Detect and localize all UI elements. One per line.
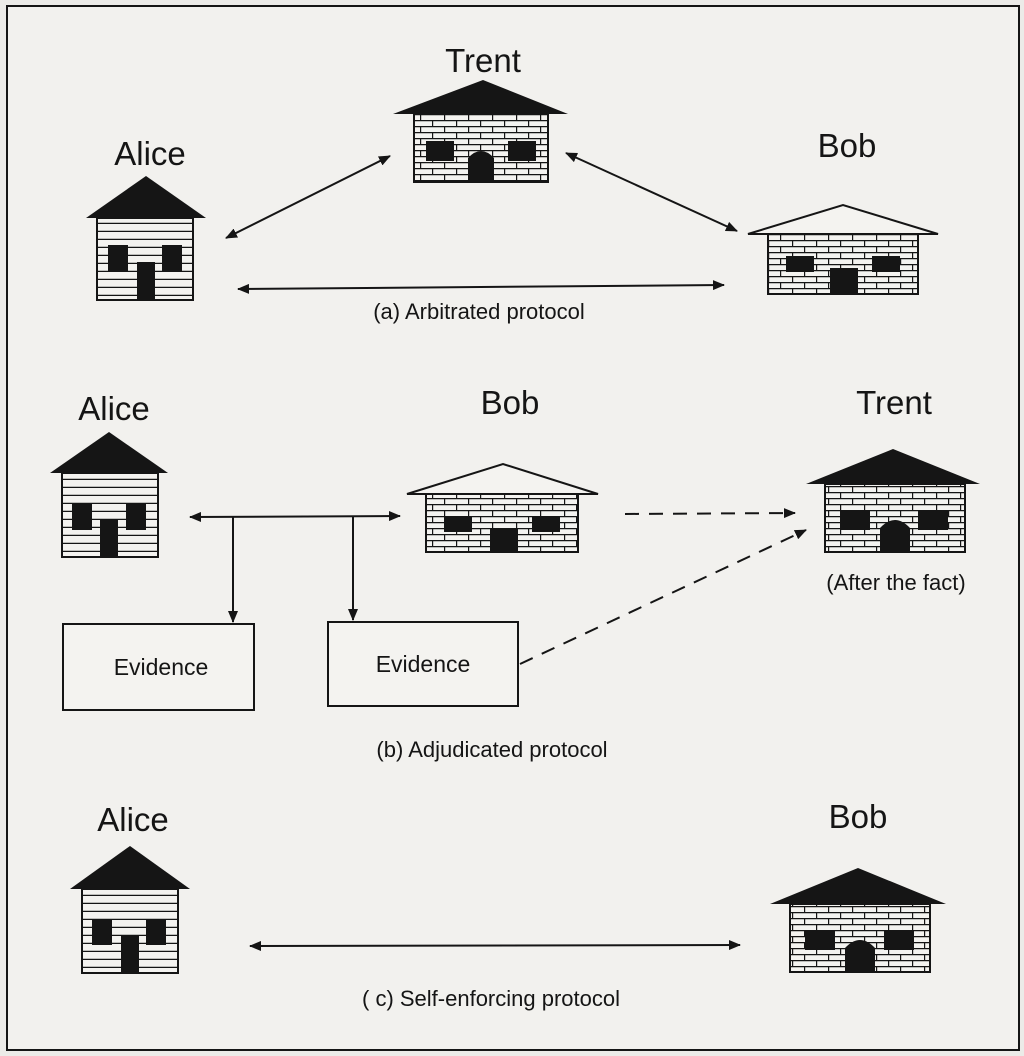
arrow-alice-trent (225, 155, 391, 239)
label-bob-b: Bob (481, 384, 540, 421)
label-alice-a: Alice (114, 135, 186, 172)
house-alice-a-icon (86, 176, 206, 301)
evidence-right-label: Evidence (376, 651, 471, 677)
house-alice-c-icon (70, 846, 190, 974)
label-bob-a: Bob (818, 127, 877, 164)
house-alice-b-icon (50, 432, 168, 558)
caption-a: (a) Arbitrated protocol (373, 299, 585, 324)
label-alice-c: Alice (97, 801, 169, 838)
panel-arbitrated: Alice Trent Bob (a (86, 42, 939, 324)
house-trent-a-icon (393, 80, 568, 183)
evidence-box-left (62, 623, 255, 711)
house-bob-a-icon (747, 203, 939, 295)
label-trent-a: Trent (445, 42, 521, 79)
dashed-arrow-bob-trent (624, 508, 796, 519)
label-trent-b: Trent (856, 384, 932, 421)
arrow-alice-bob-b (189, 511, 401, 522)
arrow-alice-bob-c (249, 940, 741, 951)
house-bob-b-icon (406, 462, 599, 553)
dashed-arrow-evidence-trent (519, 529, 807, 665)
caption-b: (b) Adjudicated protocol (376, 737, 607, 762)
evidence-left-label: Evidence (114, 654, 209, 680)
panel-self-enforcing: Alice Bob ( c) Self-enforcing protocol (70, 798, 946, 1011)
evidence-box-right (327, 621, 519, 707)
arrow-trent-bob (565, 152, 738, 232)
caption-c: ( c) Self-enforcing protocol (362, 986, 620, 1011)
label-bob-c: Bob (829, 798, 888, 835)
house-bob-c-icon (770, 868, 946, 973)
arrow-alice-bob-a (237, 280, 725, 294)
label-alice-b: Alice (78, 390, 150, 427)
panel-adjudicated: Alice Bob Trent (After the fact) (50, 384, 980, 762)
trent-after-the-fact-note: (After the fact) (826, 570, 965, 595)
house-trent-b-icon (806, 449, 980, 553)
